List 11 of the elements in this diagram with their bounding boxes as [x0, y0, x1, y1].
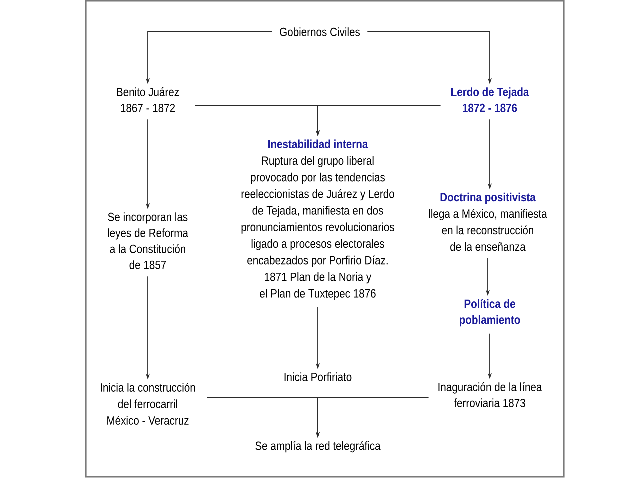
- text-label: Política de poblamiento: [460, 299, 520, 327]
- text-label: Se incorporan las leyes de Reforma a la Constitución de 1857: [108, 212, 188, 270]
- text-label: Se amplía la red telegráfica: [256, 441, 381, 453]
- text-label: Doctrina positivista llega a México, manifiesta en la reconstrucción de la enseñanza: [429, 192, 548, 252]
- text-label: Inicia la construcción del ferrocarril México - Veracruz: [101, 383, 196, 425]
- text-label: Gobiernos Civiles: [280, 28, 360, 36]
- text-label: Benito Juárez 1867 - 1872: [117, 88, 180, 112]
- text-label: Inestabilidad interna Ruptura del grupo liberal provocado por las tendencias reeleccionistas de Juárez y Lerdo de Tejada, manifiesta en dos pronunciamientos revolucionarios ligado a procesos electorales encabezados por Porfirio Díaz. 1871 Plan de la Noria y el Plan de Tuxtepec 1876: [242, 140, 394, 300]
- text-label: Lerdo de Tejada 1872 - 1876: [452, 88, 530, 112]
- text-label: Inaguración de la línea ferroviaria 1873: [438, 382, 542, 408]
- text-label: Inicia Porfiriato: [284, 372, 352, 382]
